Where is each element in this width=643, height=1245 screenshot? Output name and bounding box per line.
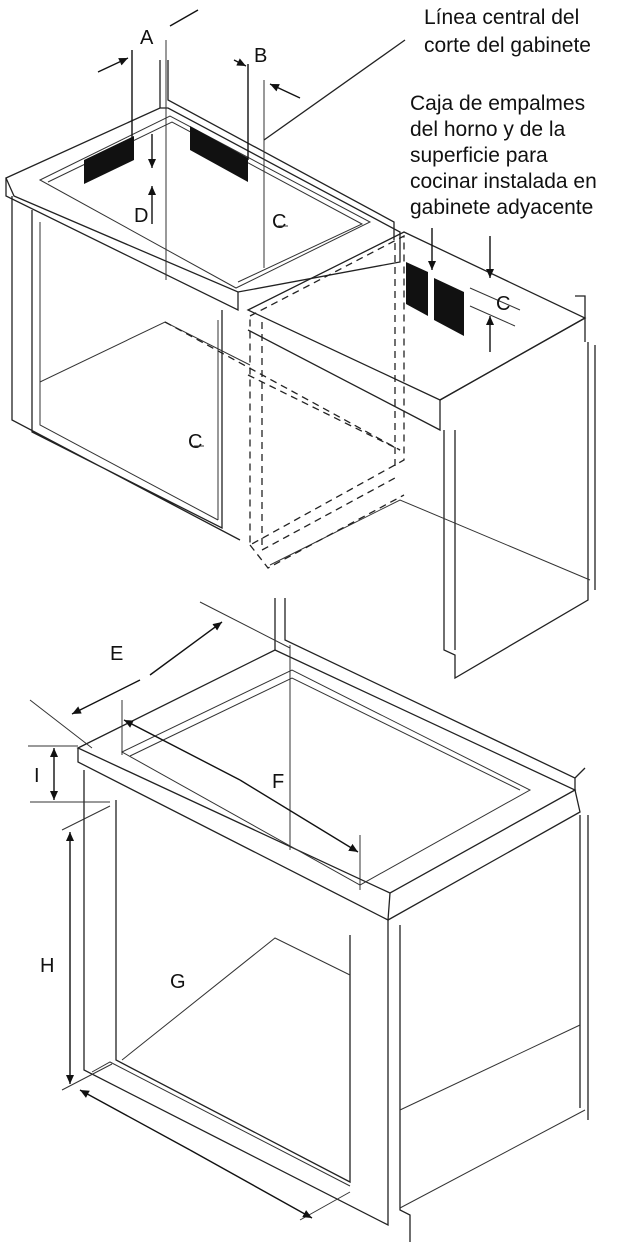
centerline-lines (165, 40, 265, 520)
bottom-cabinet-base (91, 1061, 351, 1187)
note-junction-line4: cocinar instalada en (410, 170, 597, 193)
dim-f-right (239, 779, 359, 853)
dim-e-right (149, 621, 223, 676)
bottom-backsplash (274, 598, 586, 790)
dashed-mid (247, 374, 401, 451)
dim-f-ext (121, 700, 361, 890)
dim-g-left (79, 1089, 191, 1151)
centerline-symbol-2: C (188, 431, 202, 453)
label-i: I (34, 765, 40, 787)
bottom-cutout-inner (129, 677, 521, 791)
dim-a-tick (169, 9, 199, 27)
countertop-edge-left (5, 178, 239, 312)
left-cabinet-body (11, 196, 241, 541)
black-block-right (190, 126, 248, 182)
bottom-cabinet-interior (121, 937, 586, 1209)
label-e: E (110, 643, 123, 665)
note-junction-line5: gabinete adyacente (410, 196, 593, 219)
note-junction-line2: del horno y de la (410, 118, 566, 141)
dim-b (233, 60, 248, 160)
right-cabinet-body (443, 342, 596, 680)
centerline-symbol-1: C (272, 211, 286, 233)
note-centerline-line1: Línea central del (424, 6, 579, 29)
dashed-front (249, 234, 405, 547)
dim-a (97, 50, 132, 150)
hidden-floor-line (164, 321, 401, 451)
bottom-cutout (120, 669, 532, 886)
label-b: B (254, 45, 267, 67)
label-f: F (272, 771, 284, 793)
countertop-top-left (5, 107, 401, 293)
label-g: G (170, 971, 186, 993)
backsplash-right (439, 295, 586, 401)
note-junction-line3: superficie para (410, 144, 548, 167)
dashed-box (249, 243, 405, 569)
dim-g-right (189, 1149, 313, 1219)
cutout-opening (38, 115, 372, 289)
dim-e-ext (29, 601, 291, 749)
junction-box-1 (406, 262, 428, 316)
dim-c-ext (469, 287, 521, 327)
label-d: D (134, 205, 148, 227)
note-centerline-line2: corte del gabinete (424, 34, 591, 57)
bottom-countertop-edge (77, 748, 581, 922)
label-c: C (496, 293, 510, 315)
dim-b-arrow (269, 83, 301, 99)
label-h: H (40, 955, 54, 977)
note-junction-line1: Caja de empalmes (410, 92, 585, 115)
dim-i-ext (28, 745, 110, 803)
dim-f-left (123, 719, 241, 781)
black-block-left (84, 136, 134, 184)
bottom-cabinet-side (399, 815, 589, 1242)
dim-e-left (71, 679, 141, 715)
note-leader-line (263, 39, 406, 141)
right-cabinet-floor (269, 499, 591, 581)
top-cabinet: A B D C C C Línea central del corte del … (5, 6, 597, 680)
bottom-cabinet-front (83, 770, 389, 1227)
countertop-right-edge (247, 329, 441, 432)
dim-h-ext (61, 805, 113, 1091)
centerline-symbol-marks (194, 225, 288, 447)
bottom-cabinet: E F I H G (28, 598, 589, 1242)
backsplash-left (159, 60, 395, 240)
junction-box-2 (434, 278, 464, 336)
label-a: A (140, 27, 154, 49)
